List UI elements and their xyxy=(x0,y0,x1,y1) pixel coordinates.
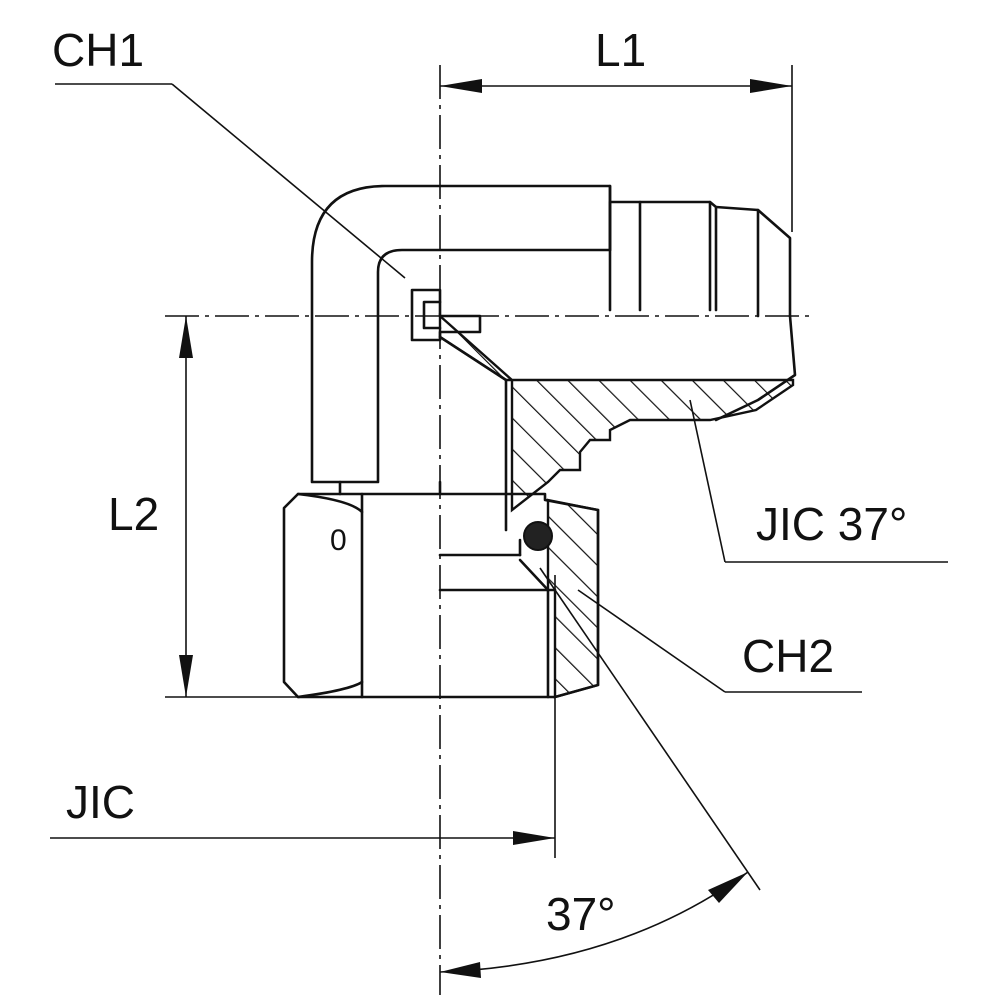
swivel-stem xyxy=(338,480,442,496)
l2-label: L2 xyxy=(108,488,159,540)
seat-cone-line xyxy=(518,558,550,592)
leader-ch1: CH1 xyxy=(52,24,406,279)
retaining-clip xyxy=(410,288,482,342)
o-ring xyxy=(523,521,553,551)
nut-mark-text: 0 xyxy=(330,524,347,557)
angle-label: 37° xyxy=(546,888,616,940)
jic-37-label: JIC 37° xyxy=(756,498,907,550)
jic-label: JIC xyxy=(66,776,135,828)
l1-label: L1 xyxy=(595,24,646,76)
dimension-l2: L2 xyxy=(108,316,298,698)
leader-ch2: CH2 xyxy=(577,589,862,693)
section-body xyxy=(438,313,795,557)
leader-jic-37: JIC 37° xyxy=(689,399,948,563)
jic-male-end xyxy=(608,200,797,422)
swivel-nut: 0 xyxy=(282,492,600,699)
dimension-l1: L1 xyxy=(440,24,793,232)
dimension-jic: JIC xyxy=(50,575,556,858)
angle-dimension: 37° xyxy=(439,567,761,978)
ch2-label: CH2 xyxy=(742,630,834,682)
ch1-label: CH1 xyxy=(52,24,144,76)
